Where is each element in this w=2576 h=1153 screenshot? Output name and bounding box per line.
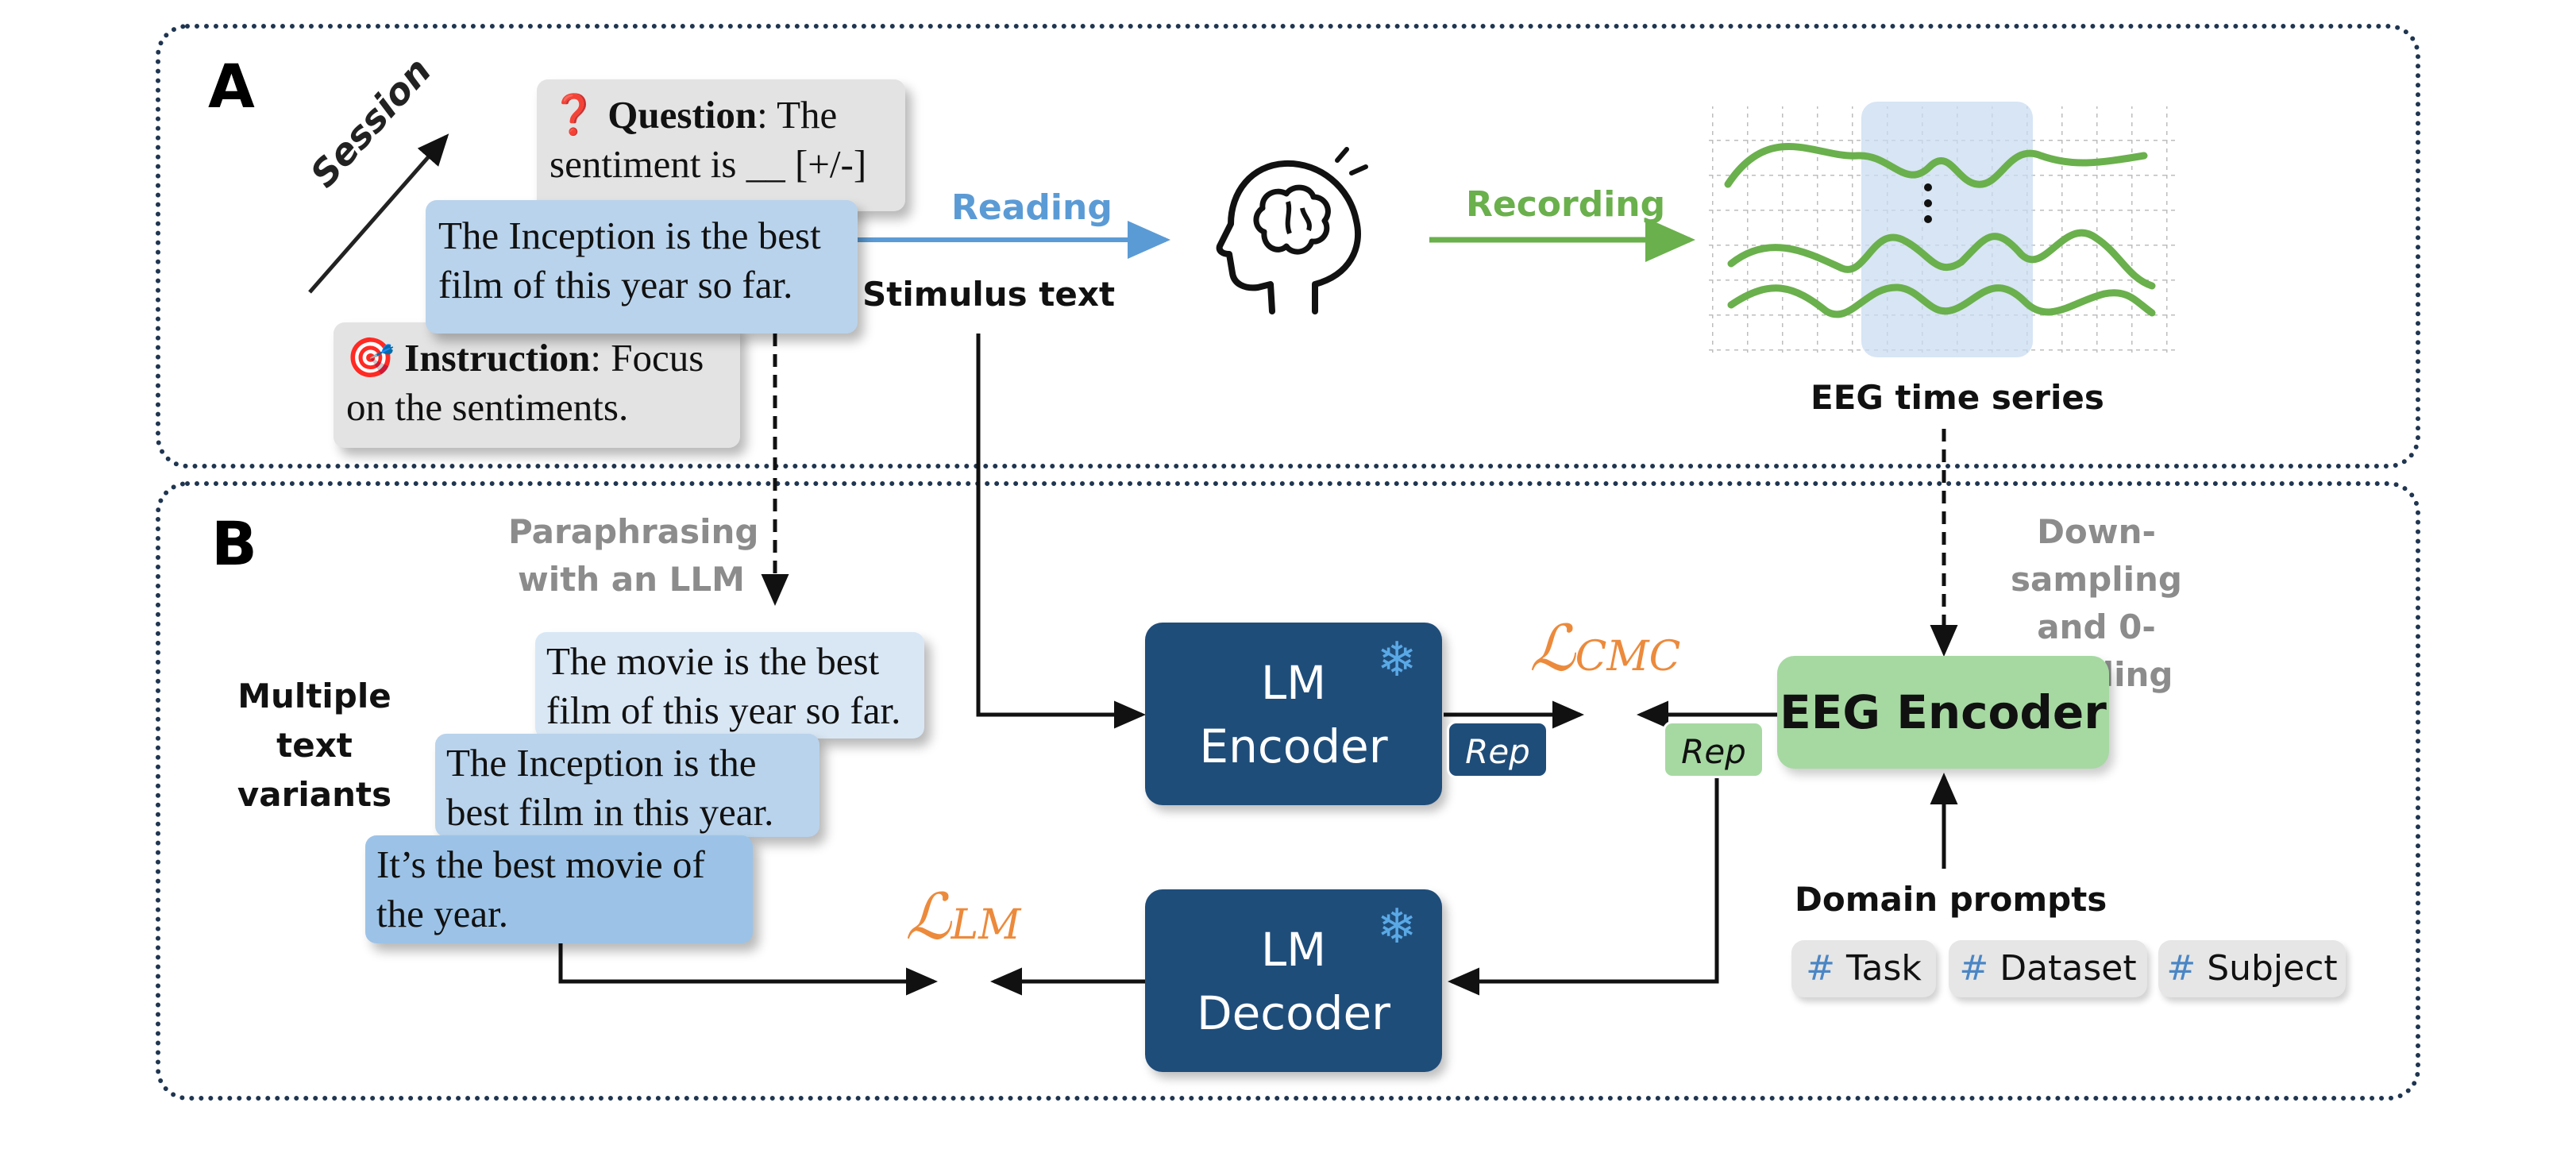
lm-encoder-line2: Encoder <box>1199 719 1388 773</box>
variant-card-2: The Inception is the best film in this y… <box>435 734 819 837</box>
variant1-line2: film of this year so far. <box>546 688 901 732</box>
multiple-variants-line1: Multiple text <box>237 677 391 765</box>
variant2-line1: The Inception is the <box>446 741 757 785</box>
stimulus-card-line2: film of this year so far. <box>438 263 793 307</box>
lm-encoder-box: LM Encoder <box>1145 623 1442 805</box>
variant2-line2: best film in this year. <box>446 790 774 834</box>
panel-b-label: B <box>211 508 257 579</box>
paraphrasing-label: Paraphrasing with an LLM <box>508 508 759 603</box>
stimulus-text-label: Stimulus text <box>862 275 1116 314</box>
instruction-card: 🎯 Instruction: Focus on the sentiments. <box>334 322 740 448</box>
chip-subject-text: Subject <box>2207 948 2338 989</box>
decoder-snowflake-icon: ❄ <box>1377 900 1417 953</box>
lm-decoder-line1: LM <box>1260 923 1327 977</box>
lm-decoder-box: LM Decoder <box>1145 889 1442 1072</box>
variant-card-3: It’s the best movie of the year. <box>365 835 753 943</box>
chip-task: # Task <box>1791 940 1936 997</box>
variants-to-llm-line <box>558 943 938 996</box>
panel-a-frame <box>156 24 2420 469</box>
eeg-time-series-label: EEG time series <box>1811 378 2104 417</box>
question-bold: Question <box>607 93 758 137</box>
chip-dataset: # Dataset <box>1949 940 2147 997</box>
eeg-plot <box>1709 102 2177 357</box>
lm-encoder-line1: LM <box>1260 656 1327 710</box>
eeg-rep-badge: Rep <box>1663 721 1764 778</box>
multiple-variants-label: Multiple text variants <box>195 672 434 819</box>
stimulus-to-encoder-line <box>976 334 1146 729</box>
loss-lm: ℒLM <box>905 880 1020 954</box>
stimulus-card-line1: The Inception is the best <box>438 214 821 257</box>
encoder-rep-badge: Rep <box>1447 721 1548 778</box>
loss-cmc: ℒCMC <box>1529 611 1680 685</box>
question-icon: ❓ <box>550 93 599 137</box>
variant1-line1: The movie is the best <box>546 639 880 683</box>
instruction-bold: Instruction <box>404 336 591 380</box>
loss-lm-symbol: ℒ <box>905 880 951 954</box>
panel-a-label: A <box>208 51 255 121</box>
stimulus-card: The Inception is the best film of this y… <box>426 200 858 334</box>
session-arrow <box>308 133 449 294</box>
recording-label: Recording <box>1466 184 1666 225</box>
eeg-rep-to-decoder-line <box>1448 778 1719 996</box>
panel-b-frame <box>156 481 2420 1101</box>
instruction-line2: on the sentiments. <box>346 385 629 429</box>
loss-cmc-symbol: ℒ <box>1529 611 1575 685</box>
encoder-snowflake-icon: ❄ <box>1377 634 1417 686</box>
paraphrasing-line1: Paraphrasing <box>508 512 759 551</box>
chip-subject: # Subject <box>2158 940 2346 997</box>
chip-task-text: Task <box>1845 948 1922 989</box>
loss-lm-sub: LM <box>951 901 1021 949</box>
instruction-rest: : Focus <box>590 336 704 380</box>
chip-subject-hash: # <box>2166 948 2196 989</box>
lm-decoder-line2: Decoder <box>1196 986 1391 1040</box>
paraphrasing-line2: with an LLM <box>518 560 745 599</box>
reading-label: Reading <box>951 187 1113 228</box>
chip-task-hash: # <box>1806 948 1835 989</box>
eeg-encoder-box: EEG Encoder <box>1777 656 2109 769</box>
target-icon: 🎯 <box>346 336 395 380</box>
loss-cmc-sub: CMC <box>1575 633 1681 681</box>
downsampling-line1: Down-sampling <box>2011 512 2182 599</box>
variant3-line1: It’s the best movie of <box>376 843 705 886</box>
chip-dataset-hash: # <box>1959 948 1989 989</box>
downsampling-label: Down-sampling and 0-padding <box>1961 508 2231 699</box>
chip-dataset-text: Dataset <box>1999 948 2137 989</box>
variant-card-1: The movie is the best film of this year … <box>535 632 924 738</box>
head-brain-icon <box>1216 147 1368 314</box>
question-line2: sentiment is __ [+/-] <box>550 142 867 186</box>
question-card: ❓ Question: The sentiment is __ [+/-] <box>537 79 905 211</box>
variant3-line2: the year. <box>376 892 508 935</box>
domain-prompts-label: Domain prompts <box>1795 880 2107 919</box>
question-rest: : The <box>757 93 838 137</box>
multiple-variants-line2: variants <box>237 775 392 814</box>
